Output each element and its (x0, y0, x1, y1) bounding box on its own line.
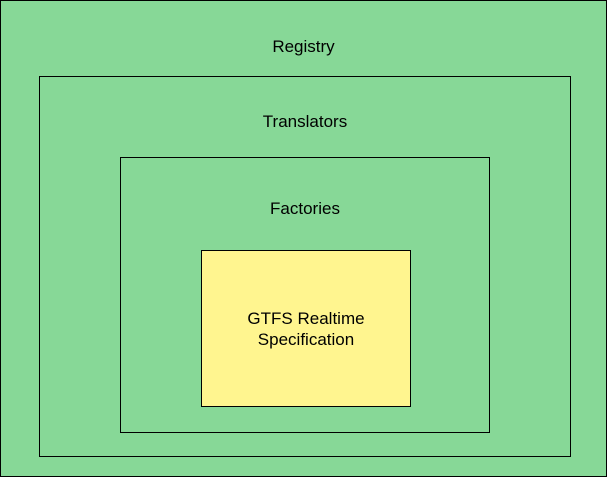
factories-label: Factories (270, 199, 340, 218)
translators-label: Translators (262, 112, 348, 131)
specification-label: GTFS Realtime Specification (247, 308, 365, 349)
factories-layer: Factories GTFS Realtime Specification (120, 157, 490, 433)
registry-label: Registry (272, 37, 335, 56)
translators-layer: Translators Factories GTFS Realtime Spec… (39, 76, 571, 457)
specification-core: GTFS Realtime Specification (201, 250, 411, 407)
